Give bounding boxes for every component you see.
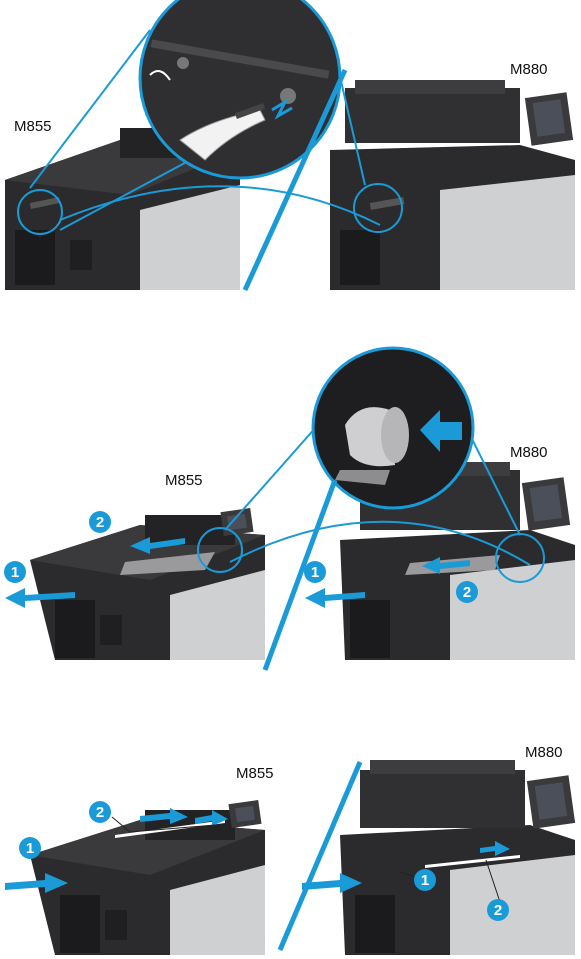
callout-2-left: 2 xyxy=(89,511,111,533)
svg-text:2: 2 xyxy=(96,514,104,531)
panel-2-illustration: 1 2 1 2 M855 M880 xyxy=(0,330,581,675)
svg-text:2: 2 xyxy=(463,584,471,601)
step-panel-3: 1 2 1 2 M855 M880 xyxy=(0,740,581,959)
model-label-m880: M880 xyxy=(510,444,548,461)
model-label-m880: M880 xyxy=(510,61,548,78)
m880-printer xyxy=(340,760,575,955)
model-label-m855: M855 xyxy=(14,118,52,135)
m855-printer xyxy=(30,800,265,955)
svg-text:1: 1 xyxy=(26,840,34,857)
panel-1-illustration: M855 M880 xyxy=(0,0,581,300)
svg-text:1: 1 xyxy=(11,564,19,581)
callout-1-right: 1 xyxy=(414,869,436,891)
model-label-m855: M855 xyxy=(236,765,274,782)
svg-text:1: 1 xyxy=(421,872,429,889)
svg-text:1: 1 xyxy=(311,564,319,581)
model-label-m880: M880 xyxy=(525,744,563,761)
callout-2-right: 2 xyxy=(456,581,478,603)
callout-1-right: 1 xyxy=(304,561,326,583)
svg-text:2: 2 xyxy=(96,804,104,821)
callout-2-left: 2 xyxy=(89,801,111,823)
callout-1-left: 1 xyxy=(19,837,41,859)
step-panel-2: 1 2 1 2 M855 M880 xyxy=(0,330,581,675)
magnified-detail xyxy=(313,348,473,508)
svg-text:2: 2 xyxy=(494,902,502,919)
callout-2-right: 2 xyxy=(487,899,509,921)
m880-printer xyxy=(330,80,575,290)
callout-1-left: 1 xyxy=(4,561,26,583)
step-panel-1: M855 M880 xyxy=(0,0,581,300)
panel-3-illustration: 1 2 1 2 M855 M880 xyxy=(0,740,581,959)
model-label-m855: M855 xyxy=(165,472,203,489)
